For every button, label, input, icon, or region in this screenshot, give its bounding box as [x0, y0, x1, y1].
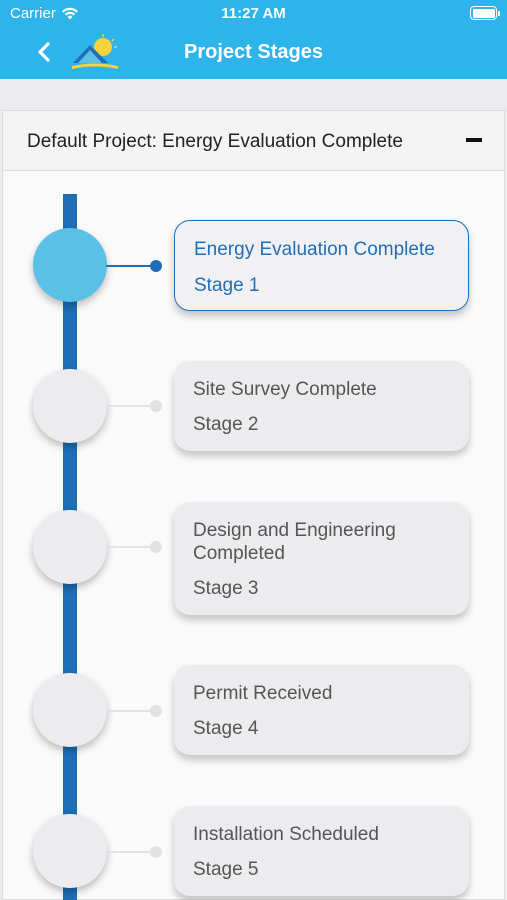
stage-card[interactable]: Permit Received Stage 4 [174, 665, 469, 755]
carrier-label: Carrier [10, 5, 56, 22]
stage-connector [106, 710, 156, 712]
stage-node [33, 673, 107, 747]
stage-title: Energy Evaluation Complete [194, 239, 435, 260]
stage-connector [106, 405, 156, 407]
page-title: Project Stages [184, 41, 323, 63]
chevron-left-icon [38, 42, 50, 62]
stage-dot [150, 846, 162, 858]
stage-label: Stage 5 [193, 859, 259, 880]
app-header: Carrier 11:27 AM Proje [0, 0, 507, 79]
project-title: Default Project: Energy Evaluation Compl… [27, 131, 403, 152]
stage-label: Stage 1 [194, 275, 260, 296]
solar-house-logo-icon [72, 34, 118, 69]
project-panel-header[interactable]: Default Project: Energy Evaluation Compl… [3, 111, 504, 171]
nav-bar: Project Stages [0, 28, 507, 79]
stage-label: Stage 2 [193, 414, 259, 435]
carrier-info: Carrier [10, 5, 79, 22]
minus-icon[interactable] [466, 138, 482, 142]
stage-card[interactable]: Installation Scheduled Stage 5 [174, 806, 469, 896]
stage-node [33, 228, 107, 302]
back-button[interactable] [30, 38, 60, 68]
stage-dot [150, 541, 162, 553]
wifi-icon [61, 7, 78, 20]
stage-node [33, 369, 107, 443]
stage-card[interactable]: Design and Engineering Completed Stage 3 [174, 502, 469, 615]
stage-label: Stage 3 [193, 578, 259, 599]
stage-title: Installation Scheduled [193, 824, 379, 845]
stage-card[interactable]: Site Survey Complete Stage 2 [174, 361, 469, 451]
stage-dot [150, 260, 162, 272]
stage-title: Design and Engineering Completed [193, 520, 396, 564]
stage-connector [106, 546, 156, 548]
stage-node [33, 814, 107, 888]
stage-connector [106, 265, 156, 267]
battery-icon [470, 6, 500, 20]
clock: 11:27 AM [221, 5, 286, 22]
stage-connector [106, 851, 156, 853]
stage-title: Permit Received [193, 683, 333, 704]
status-bar: Carrier 11:27 AM [0, 0, 507, 28]
stage-node [33, 510, 107, 584]
stage-label: Stage 4 [193, 718, 259, 739]
stage-title: Site Survey Complete [193, 379, 377, 400]
stage-card[interactable]: Energy Evaluation Complete Stage 1 [174, 220, 469, 311]
stage-dot [150, 400, 162, 412]
stage-dot [150, 705, 162, 717]
